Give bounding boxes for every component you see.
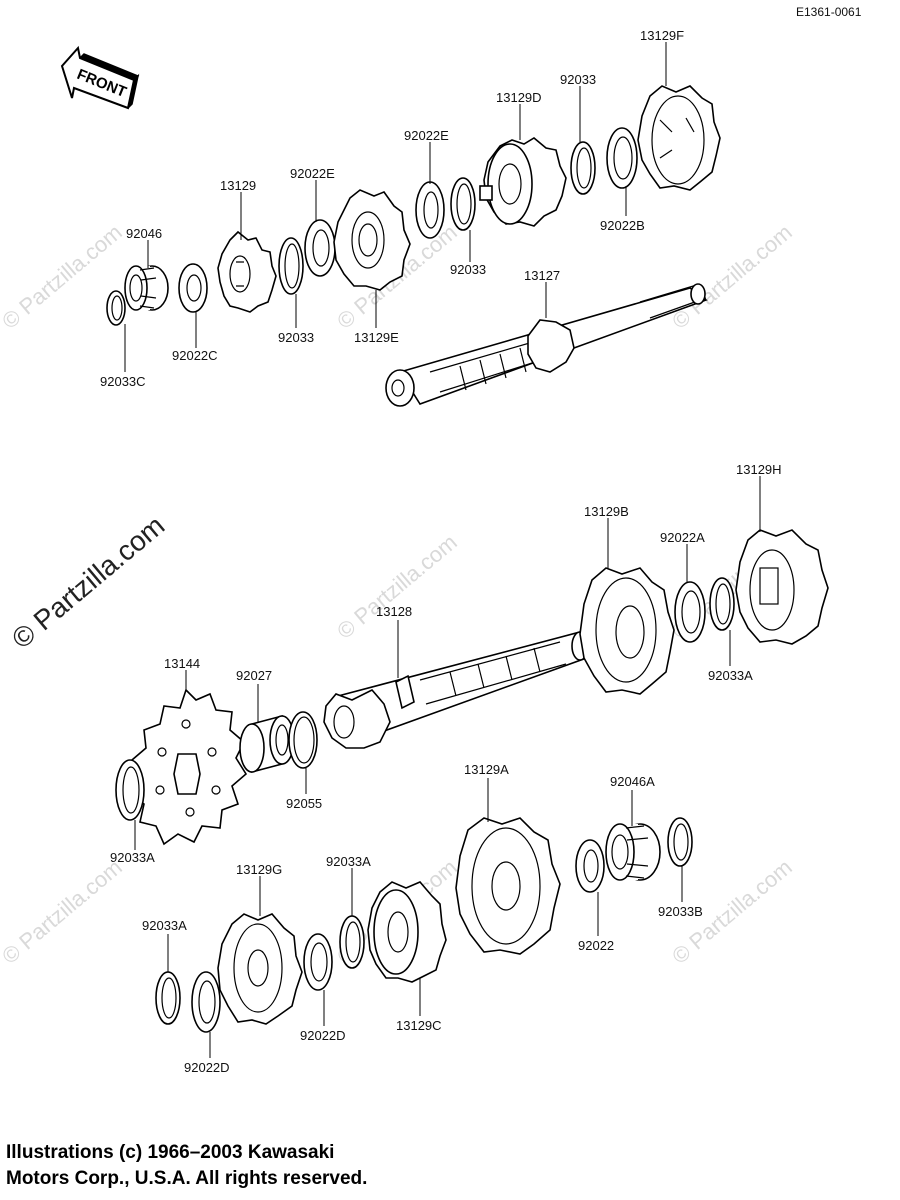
part-number-label: 92022B [600, 218, 645, 233]
needle-bearing-icon [605, 823, 661, 881]
gear-icon [217, 230, 277, 313]
input-shaft-icon [385, 283, 708, 407]
thrust-washer-icon [415, 181, 445, 239]
watermark: © Partzilla.com [332, 529, 462, 643]
part-number-label: 92046A [610, 774, 655, 789]
output-shaft-icon [323, 631, 594, 749]
part-number-label: 92046 [126, 226, 162, 241]
watermark: © Partzilla.com [667, 219, 797, 333]
o-ring-icon [288, 711, 318, 769]
part-number-label: 13128 [376, 604, 412, 619]
part-number-label: 92033 [560, 72, 596, 87]
thrust-washer-icon [674, 581, 706, 643]
part-number-label: 92022D [184, 1060, 230, 1075]
part-number-label: 92033A [110, 850, 155, 865]
part-number-label: 92027 [236, 668, 272, 683]
watermark: © Partzilla.com [0, 854, 127, 968]
part-number-label: 13129F [640, 28, 684, 43]
thrust-washer-icon [178, 263, 208, 313]
circlip-icon [106, 290, 126, 326]
gear-icon [455, 817, 561, 955]
part-labels: 13129F 92033 13129D 92022E 92022E 13129 … [100, 28, 782, 1075]
part-number-label: 92033A [326, 854, 371, 869]
gear-icon [479, 137, 567, 227]
gear-icon [367, 881, 447, 983]
gear-icon [217, 913, 303, 1025]
front-arrow-icon: FRONT [60, 45, 140, 110]
diagram-code: E1361-0061 [796, 5, 862, 19]
watermark-large: © Partzilla.com [6, 510, 170, 655]
circlip-icon [450, 177, 476, 231]
sprocket-icon [128, 688, 248, 846]
part-number-label: 13129 [220, 178, 256, 193]
part-number-label: 92033A [708, 668, 753, 683]
copyright-line-2: Motors Corp., U.S.A. All rights reserved… [6, 1168, 368, 1189]
thrust-washer-icon [304, 219, 336, 277]
thrust-washer-icon [606, 127, 638, 189]
circlip-icon [278, 237, 304, 295]
circlip-icon [709, 577, 735, 631]
part-number-label: 92033C [100, 374, 146, 389]
part-number-label: 92022D [300, 1028, 346, 1043]
part-number-label: 13129D [496, 90, 542, 105]
part-number-label: 13129A [464, 762, 509, 777]
circlip-icon [155, 971, 181, 1025]
gear-icon [637, 85, 721, 191]
thrust-washer-icon [191, 971, 221, 1033]
leader-lines [124, 42, 761, 1058]
part-number-label: 13127 [524, 268, 560, 283]
part-number-label: 92033 [450, 262, 486, 277]
thrust-washer-icon [303, 933, 333, 991]
part-number-label: 92022A [660, 530, 705, 545]
part-number-label: 13129E [354, 330, 399, 345]
gear-icon [579, 567, 675, 695]
part-number-label: 13129C [396, 1018, 442, 1033]
part-number-label: 13144 [164, 656, 200, 671]
part-number-label: 92033A [142, 918, 187, 933]
part-number-label: 92022E [404, 128, 449, 143]
circlip-icon [667, 817, 693, 867]
part-number-label: 92022 [578, 938, 614, 953]
collar-icon [239, 714, 295, 774]
thrust-washer-icon [575, 839, 605, 893]
part-number-label: 92033B [658, 904, 703, 919]
circlip-icon [570, 141, 596, 195]
copyright-line-1: Illustrations (c) 1966–2003 Kawasaki [6, 1142, 335, 1163]
input-shaft-assembly [106, 85, 721, 407]
circlip-icon [115, 759, 145, 821]
part-number-label: 13129H [736, 462, 782, 477]
part-number-label: 13129B [584, 504, 629, 519]
gear-icon [333, 189, 411, 291]
circlip-icon [339, 915, 365, 969]
needle-bearing-icon [124, 265, 169, 311]
output-shaft-assembly [115, 529, 829, 1033]
part-number-label: 92033 [278, 330, 314, 345]
gear-icon [735, 529, 829, 645]
part-number-label: 92055 [286, 796, 322, 811]
part-number-label: 92022C [172, 348, 218, 363]
part-number-label: 92022E [290, 166, 335, 181]
part-number-label: 13129G [236, 862, 282, 877]
